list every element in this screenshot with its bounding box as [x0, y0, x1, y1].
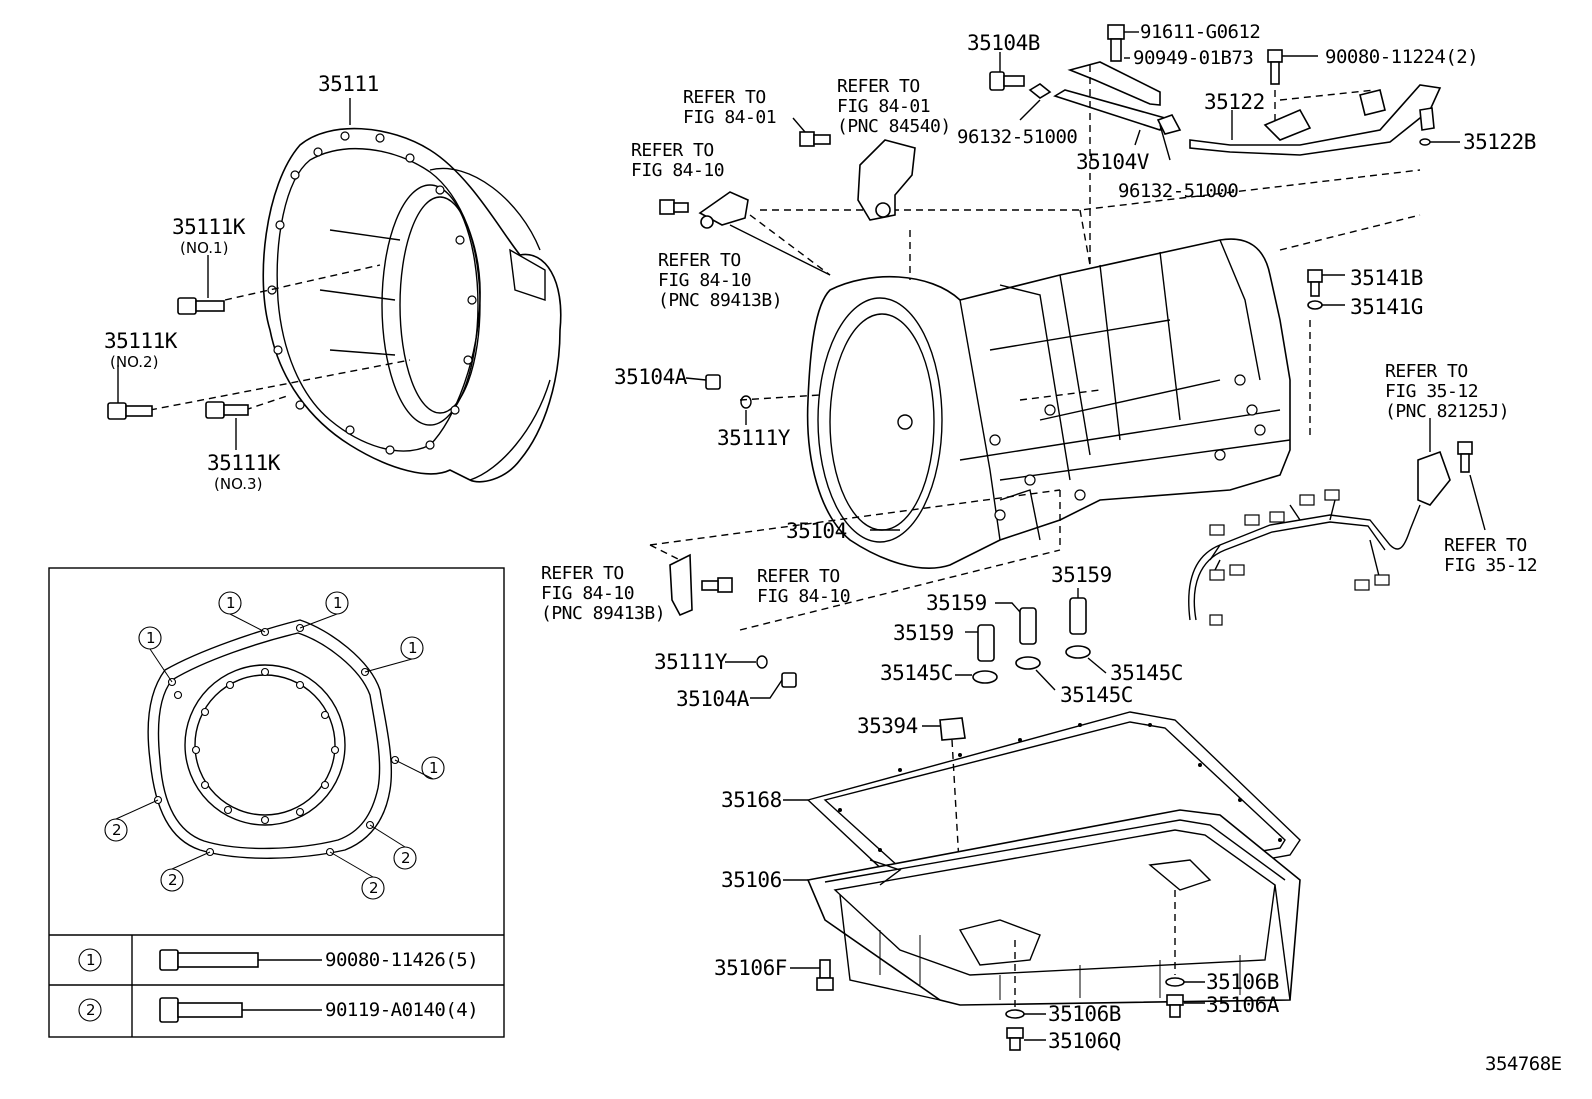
drawing-id: 354768E — [1485, 1053, 1562, 1075]
callout-35111: 35111 — [318, 72, 379, 96]
callout-35104a-upper: 35104A — [614, 365, 687, 389]
callout-35106b-right: 35106B — [1206, 970, 1279, 994]
bolt-35111k-no1-drawing — [177, 297, 225, 315]
inset-table-marker-2: 2 — [86, 1001, 96, 1019]
inset-marker-1: 1 — [226, 594, 236, 612]
callout-35104a-lower: 35104A — [676, 687, 749, 711]
callout-96132-51000-a: 96132-51000 — [957, 126, 1078, 148]
callout-35159-a: 35159 — [1051, 563, 1112, 587]
callout-35145c-b: 35145C — [1060, 683, 1133, 707]
inset-box — [48, 567, 505, 1038]
callout-35111k-no1: 35111K — [172, 215, 245, 239]
inset-marker-1: 1 — [333, 594, 343, 612]
callout-35106q: 35106Q — [1048, 1029, 1121, 1053]
callout-35111k-no1-note: (NO.1) — [180, 239, 229, 257]
inset-table-part-2: 90119-A0140(4) — [325, 999, 479, 1021]
refer-fig-84-10-pnc-89413b-a: REFER TO FIG 84-10 (PNC 89413B) — [658, 250, 783, 311]
inset-marker-1: 1 — [146, 629, 156, 647]
callout-35111y-lower: 35111Y — [654, 650, 727, 674]
callout-35104v: 35104V — [1076, 150, 1149, 174]
inset-marker-2: 2 — [168, 871, 178, 889]
callout-96132-51000-b: 96132-51000 — [1118, 180, 1239, 202]
refer-fig-84-01-pnc-84540: REFER TO FIG 84-01 (PNC 84540) — [837, 76, 951, 137]
bolt-35111k-no2-drawing — [107, 402, 153, 420]
callout-35145c-c: 35145C — [1110, 661, 1183, 685]
inset-marker-1: 1 — [429, 759, 439, 777]
callout-35111k-no2-note: (NO.2) — [110, 353, 159, 371]
oil-pan-drawing — [783, 809, 1301, 1010]
callout-35104b: 35104B — [967, 31, 1040, 55]
callout-35168: 35168 — [721, 788, 782, 812]
sensor-parts-drawing — [659, 117, 916, 617]
callout-35159-c: 35159 — [893, 621, 954, 645]
inset-table-marker-1: 1 — [86, 951, 96, 969]
plugs-orings-drawing — [685, 374, 797, 699]
refer-fig-84-10-a: REFER TO FIG 84-10 — [631, 140, 725, 181]
callout-35106b-lower: 35106B — [1048, 1002, 1121, 1026]
bolt-35141b-drawing — [1307, 269, 1345, 310]
callout-35141g: 35141G — [1350, 295, 1423, 319]
callout-35159-b: 35159 — [926, 591, 987, 615]
callout-35122b: 35122B — [1463, 130, 1536, 154]
transmission-case-drawing — [649, 169, 1421, 631]
drain-plugs-drawing — [790, 959, 1205, 1051]
oil-pipe-drawing — [989, 24, 1460, 265]
callout-35106a: 35106A — [1206, 993, 1279, 1017]
callout-35111k-no2: 35111K — [104, 329, 177, 353]
inset-marker-2: 2 — [112, 821, 122, 839]
inset-marker-1: 1 — [408, 639, 418, 657]
callout-35394: 35394 — [857, 714, 918, 738]
callout-35106: 35106 — [721, 868, 782, 892]
bell-housing-drawing — [149, 127, 562, 483]
refer-fig-84-10-pnc-89413b-b: REFER TO FIG 84-10 (PNC 89413B) — [541, 563, 666, 624]
pins-washers-drawing — [955, 588, 1107, 691]
bolt-35111k-no3-drawing — [205, 401, 249, 419]
callout-90080-11224: 90080-11224(2) — [1325, 46, 1479, 68]
callout-35141b: 35141B — [1350, 266, 1423, 290]
refer-fig-84-01-a: REFER TO FIG 84-01 — [683, 87, 777, 128]
inset-table-part-1: 90080-11426(5) — [325, 949, 479, 971]
refer-fig-35-12-pnc-82125j: REFER TO FIG 35-12 (PNC 82125J) — [1385, 361, 1510, 422]
callout-35106f: 35106F — [714, 956, 787, 980]
callout-90949-01b73: 90949-01B73 — [1133, 47, 1254, 69]
callout-35111k-no3: 35111K — [207, 451, 280, 475]
inset-marker-2: 2 — [369, 879, 379, 897]
callout-35111y-upper: 35111Y — [717, 426, 790, 450]
refer-fig-84-10-b: REFER TO FIG 84-10 — [757, 566, 851, 607]
callout-35111k-no3-note: (NO.3) — [214, 475, 263, 493]
callout-35145c-a: 35145C — [880, 661, 953, 685]
callout-35122: 35122 — [1204, 90, 1265, 114]
inset-marker-2: 2 — [401, 849, 411, 867]
callout-91611-g0612: 91611-G0612 — [1140, 21, 1261, 43]
callout-35104: 35104 — [786, 519, 847, 543]
refer-fig-35-12: REFER TO FIG 35-12 — [1444, 535, 1538, 576]
filter-35394-drawing — [922, 717, 966, 881]
wire-harness-drawing — [1188, 418, 1486, 626]
